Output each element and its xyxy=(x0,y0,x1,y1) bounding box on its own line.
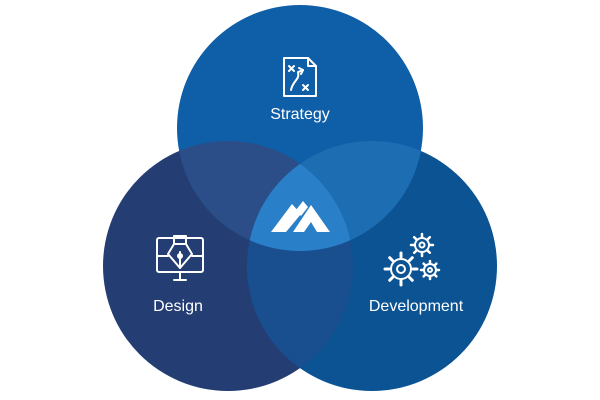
strategy-plan-icon xyxy=(283,57,317,97)
development-label: Development xyxy=(368,298,464,315)
design-label: Design xyxy=(153,298,203,315)
pen-tool-monitor-icon xyxy=(156,235,204,281)
gears-icon xyxy=(383,232,441,287)
strategy-label: Strategy xyxy=(270,106,330,123)
brand-logo-icon xyxy=(271,201,330,232)
overlap-center xyxy=(247,141,353,251)
